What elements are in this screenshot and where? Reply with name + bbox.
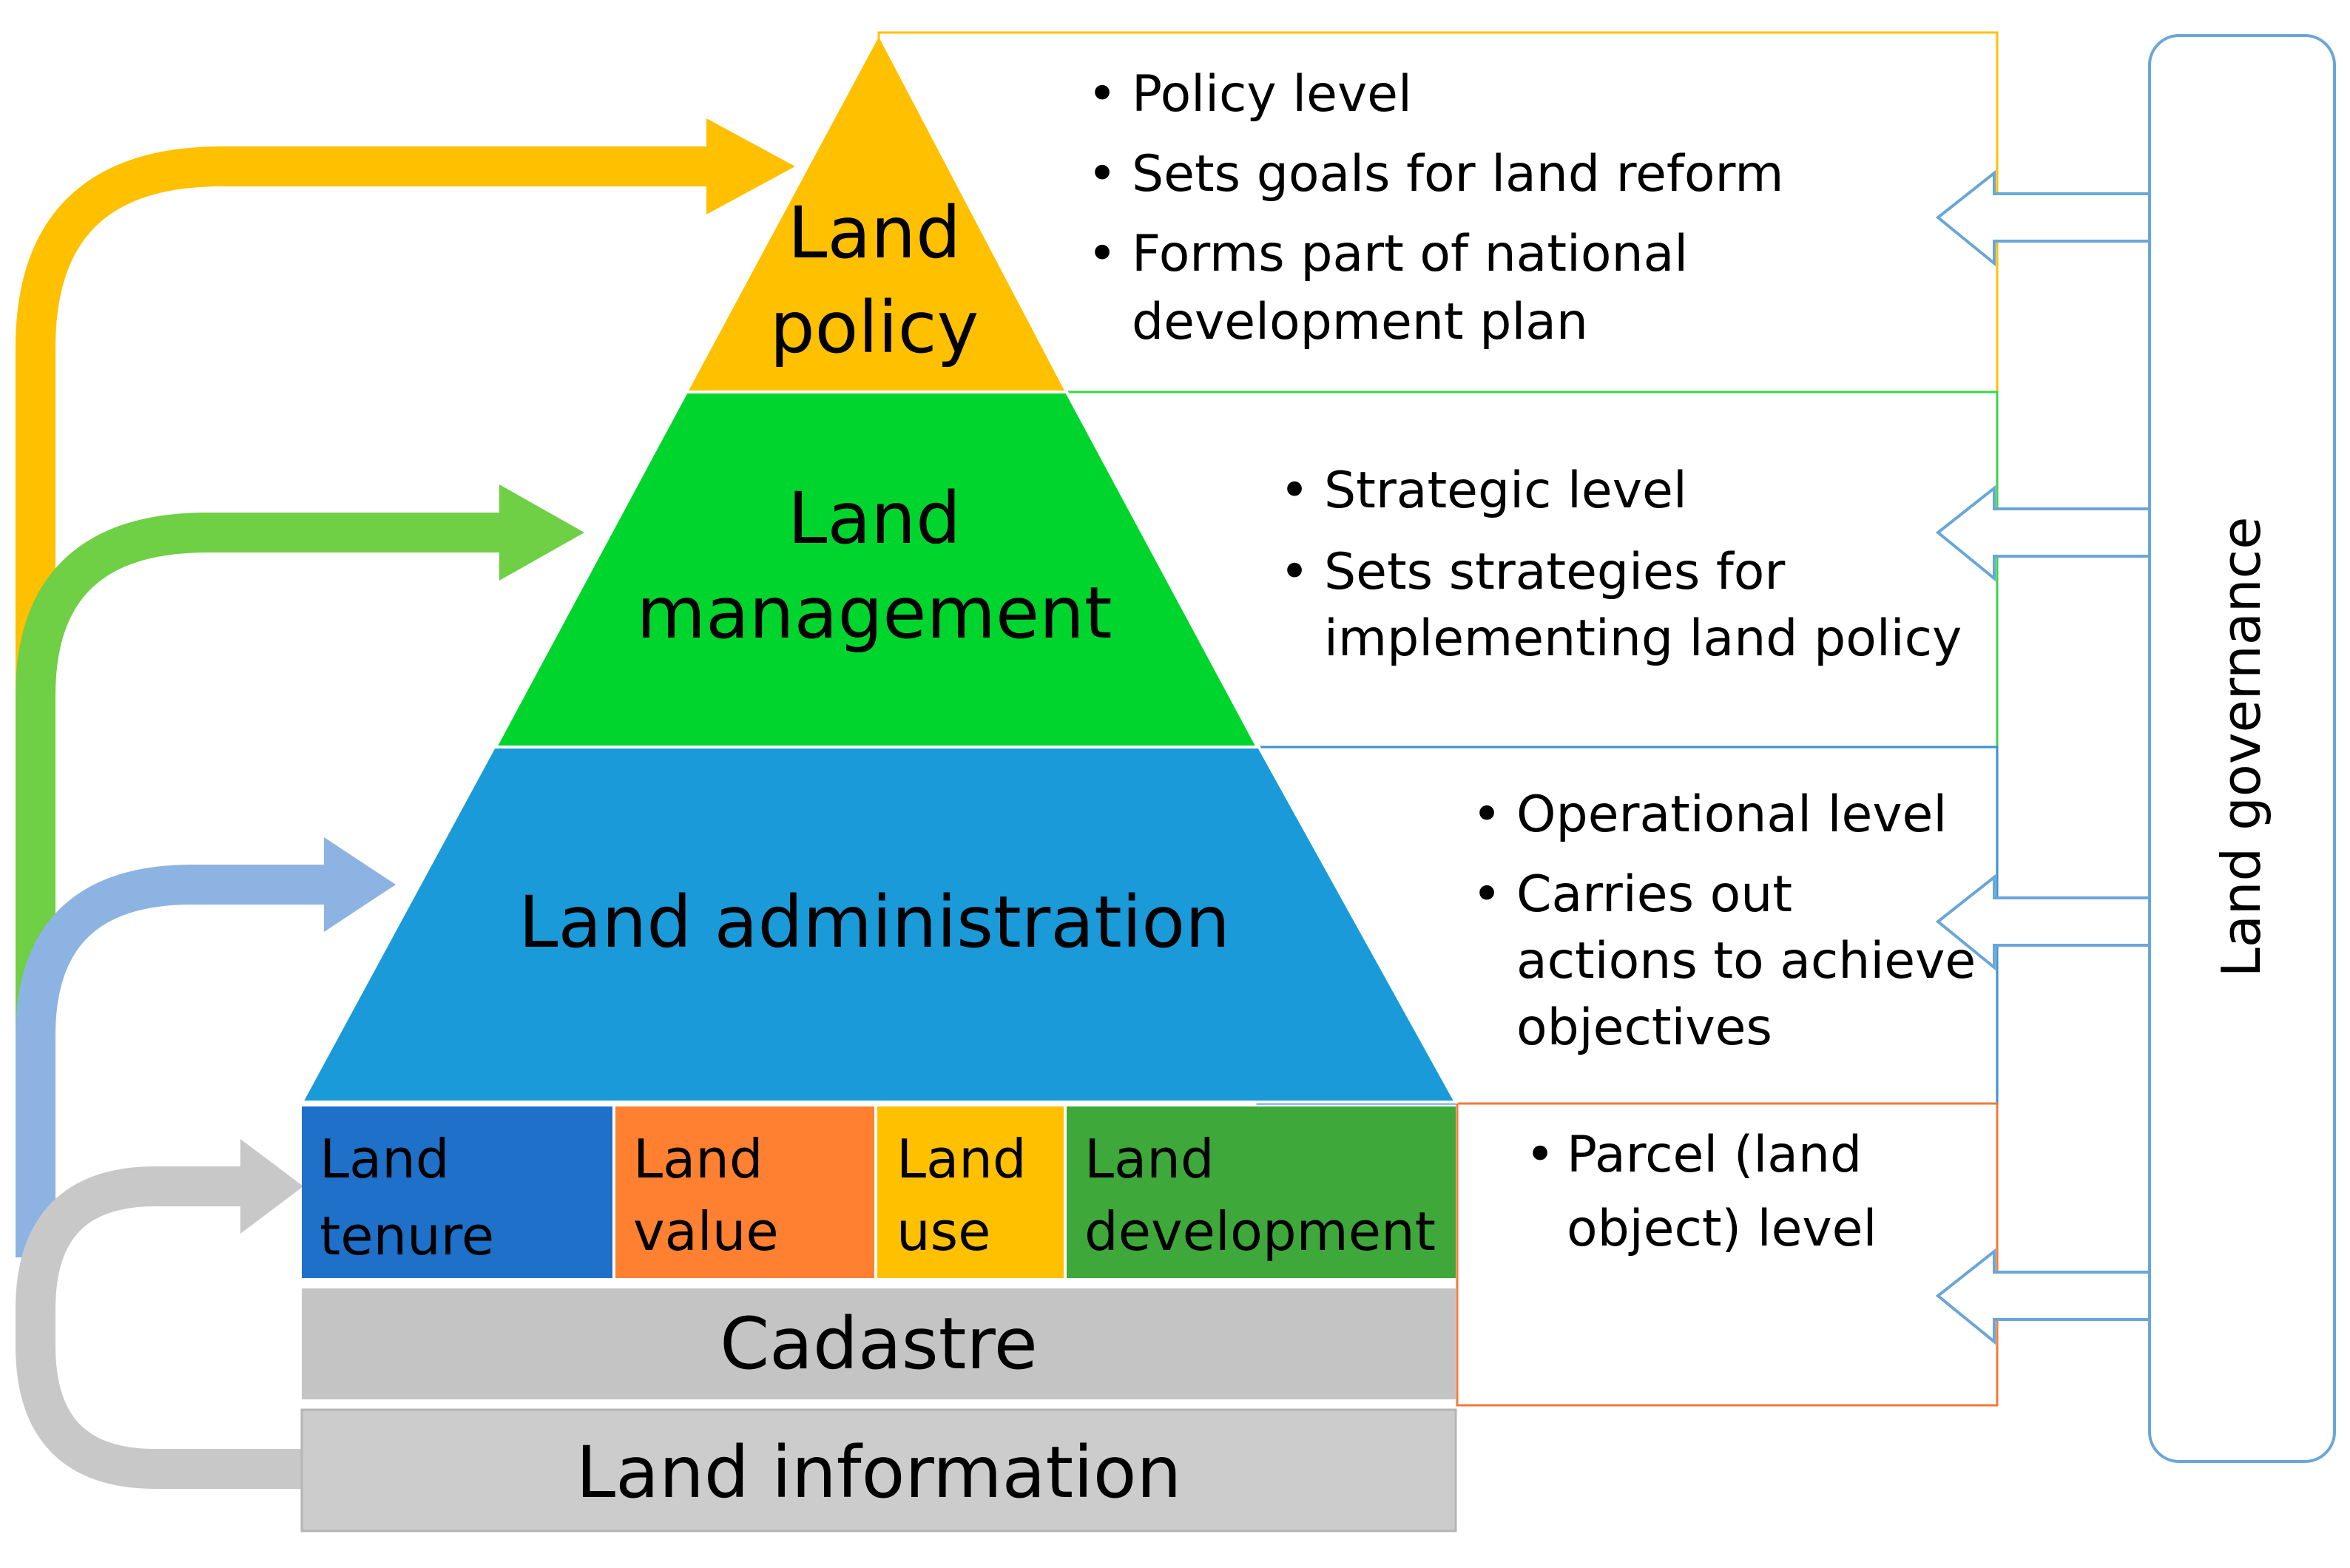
- land-use-box: [877, 1106, 1064, 1278]
- land-value-box: [615, 1106, 874, 1278]
- management-level-item: Strategic level: [1324, 462, 1687, 520]
- governance-arrow-parcel: [1935, 1248, 2151, 1345]
- governance-arrow-policy: [1935, 169, 2151, 267]
- policy-level-item-continued: development plan: [1132, 293, 1588, 351]
- governance-arrow-management: [1935, 484, 2151, 582]
- bullet-dot: •: [1472, 865, 1502, 924]
- governance-arrow-administration: [1935, 873, 2151, 971]
- land-policy-label-line1: Land: [788, 192, 961, 274]
- policy-feedback-arrow: [16, 146, 710, 1198]
- land-policy-tier: [688, 37, 1065, 392]
- bullet-dot: •: [1280, 462, 1309, 520]
- administration-level-item-continued: objectives: [1516, 998, 1772, 1057]
- information-feedback-arrow: [16, 1166, 303, 1489]
- information-feedback-arrow-head: [240, 1139, 303, 1234]
- land-policy-label-line2: policy: [770, 286, 979, 369]
- land-governance-bar: [2148, 34, 2336, 1463]
- management-feedback-arrow: [16, 513, 503, 1220]
- management-level-item-continued: implementing land policy: [1324, 609, 1962, 668]
- land-information-bar: [300, 1408, 1457, 1532]
- policy-level-item: Policy level: [1132, 65, 1412, 124]
- land-development-box: [1067, 1106, 1456, 1278]
- land-use-label-line2: use: [897, 1200, 990, 1263]
- policy-level-item: Sets goals for land reform: [1132, 145, 1783, 203]
- administration-level-item-continued: actions to achieve: [1516, 932, 1976, 990]
- land-use-label-line1: Land: [897, 1128, 1027, 1190]
- bullet-dot: •: [1087, 145, 1117, 203]
- land-information-label: Land information: [576, 1431, 1182, 1514]
- land-value-label-line1: Land: [633, 1128, 763, 1190]
- land-management-tier: [493, 391, 1260, 748]
- bullet-dot: •: [1087, 225, 1117, 283]
- land-development-label-line2: development: [1084, 1200, 1436, 1263]
- land-administration-label: Land administration: [519, 881, 1230, 964]
- parcel-level-item: Parcel (land: [1567, 1126, 1862, 1184]
- bullet-dot: •: [1525, 1126, 1555, 1184]
- cadastre-bar: [302, 1288, 1456, 1399]
- land-governance-label: Land governance: [2210, 517, 2272, 978]
- land-tenure-label-line2: tenure: [320, 1205, 494, 1267]
- land-value-label-line2: value: [633, 1200, 779, 1263]
- land-development-label-line1: Land: [1084, 1128, 1215, 1190]
- parcel-level-item-continued: object) level: [1567, 1200, 1877, 1258]
- administration-feedback-arrow-head: [324, 837, 396, 932]
- administration-level-item: Carries out: [1516, 865, 1792, 924]
- parcel-level-box: [1456, 1102, 1999, 1407]
- land-management-label-line1: Land: [788, 477, 961, 560]
- cadastre-label: Cadastre: [720, 1302, 1038, 1385]
- land-tenure-box: [302, 1106, 612, 1278]
- policy-level-item: Forms part of national: [1132, 225, 1688, 283]
- management-feedback-arrow-head: [499, 484, 584, 581]
- land-management-label-line2: management: [636, 572, 1112, 655]
- bullet-dot: •: [1280, 543, 1309, 601]
- administration-feedback-arrow: [15, 865, 325, 1257]
- bullet-dot: •: [1472, 785, 1502, 844]
- land-administration-tier: [299, 746, 1459, 1104]
- land-tenure-label-line1: Land: [320, 1128, 450, 1190]
- administration-level-item: Operational level: [1516, 785, 1947, 844]
- policy-feedback-arrow-head: [706, 118, 795, 214]
- management-level-item: Sets strategies for: [1324, 543, 1785, 601]
- bullet-dot: •: [1087, 65, 1117, 124]
